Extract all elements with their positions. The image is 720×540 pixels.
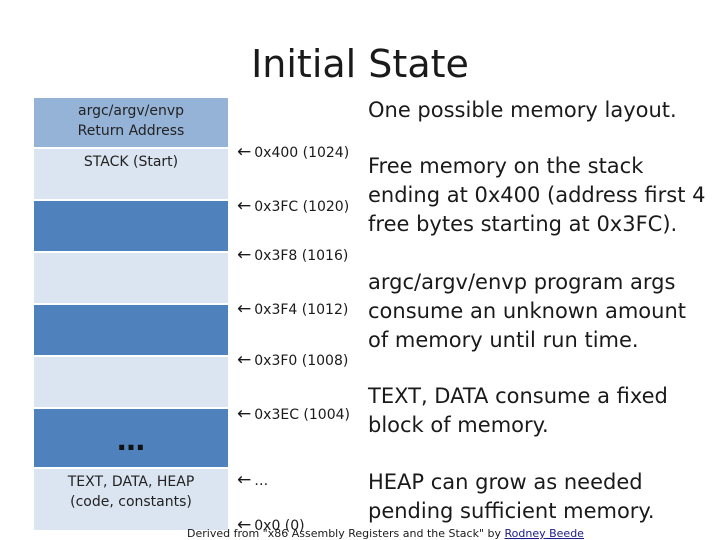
memory-cell-stack-start: STACK (Start) (33, 148, 229, 200)
left-arrow-icon: ← (237, 350, 252, 370)
memory-cell-args: argc/argv/envp Return Address (33, 97, 229, 148)
slide-title: Initial State (251, 42, 469, 86)
address-label-1004: ←0x3EC (1004) (237, 404, 350, 424)
address-label-1020: ←0x3FC (1020) (237, 196, 350, 216)
left-arrow-icon: ← (237, 245, 252, 265)
memory-cell-free (33, 304, 229, 356)
address-label-ellipsis: ←… (237, 470, 269, 490)
memory-cell-text-data-heap: TEXT, DATA, HEAP (code, constants) (33, 468, 229, 531)
address-label-1012: ←0x3F4 (1012) (237, 299, 349, 319)
left-arrow-icon: ← (237, 299, 252, 319)
memory-layout-diagram: argc/argv/envp Return Address STACK (Sta… (33, 97, 229, 531)
credit-prefix: Derived from "x86 Assembly Registers and… (187, 527, 505, 540)
left-arrow-icon: ← (237, 142, 252, 162)
address-label-1016: ←0x3F8 (1016) (237, 245, 349, 265)
memory-cell-free (33, 356, 229, 408)
args-label-line2: Return Address (77, 123, 185, 139)
ellipsis-label: … (117, 424, 145, 457)
memory-cell-free (33, 252, 229, 304)
args-label-line1: argc/argv/envp (77, 103, 185, 119)
credit-line: Derived from "x86 Assembly Registers and… (187, 527, 584, 540)
stack-label: STACK (Start) (83, 154, 179, 170)
note-heap: HEAP can grow as needed pending sufficie… (368, 470, 655, 523)
address-label-1024: ←0x400 (1024) (237, 142, 350, 162)
note-args: argc/argv/envp program args consume an u… (368, 270, 686, 352)
heap-label-line2: (code, constants) (70, 494, 192, 510)
left-arrow-icon: ← (237, 470, 252, 490)
address-label-1008: ←0x3F0 (1008) (237, 350, 349, 370)
left-arrow-icon: ← (237, 196, 252, 216)
note-text-data: TEXT, DATA consume a fixed block of memo… (368, 384, 668, 437)
note-layout: One possible memory layout. (368, 98, 677, 122)
left-arrow-icon: ← (237, 515, 252, 535)
memory-cell-ellipsis: … (33, 408, 229, 468)
author-link[interactable]: Rodney Beede (504, 527, 584, 540)
note-free-memory: Free memory on the stack ending at 0x400… (368, 154, 706, 236)
memory-cell-free (33, 200, 229, 252)
address-label-0: ←0x0 (0) (237, 515, 305, 535)
left-arrow-icon: ← (237, 404, 252, 424)
heap-label-line1: TEXT, DATA, HEAP (67, 474, 195, 490)
